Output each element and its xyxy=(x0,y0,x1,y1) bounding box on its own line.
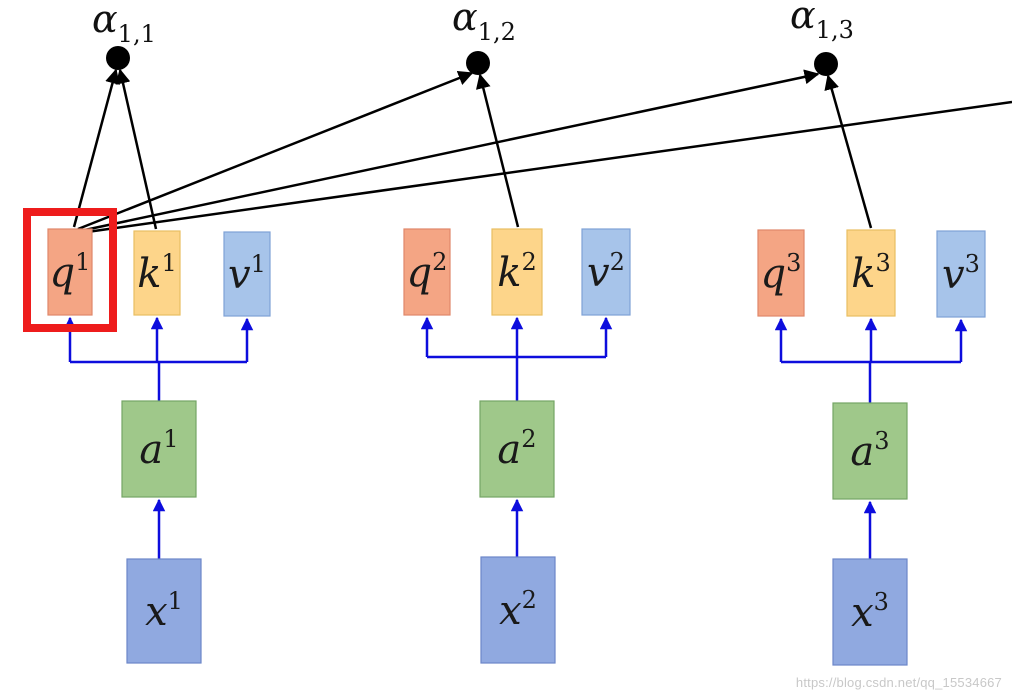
v3-box-rect xyxy=(936,230,986,318)
v1-label: v1 xyxy=(228,250,266,298)
q3-box-rect xyxy=(757,229,805,317)
q1-label: q1 xyxy=(50,248,91,296)
q1-box-rect xyxy=(47,228,93,316)
x2-box: x2 xyxy=(480,556,556,664)
alpha-1-3-dot xyxy=(814,52,838,76)
alpha-1-2-label: α1,2 xyxy=(452,0,516,46)
k2-box-rect xyxy=(491,228,543,316)
k1-label: k1 xyxy=(137,249,177,297)
k2-box: k2 xyxy=(491,228,543,316)
k3-box-rect xyxy=(846,229,896,317)
arrow-q1-to-alpha11 xyxy=(72,68,120,228)
a2-box: a2 xyxy=(479,400,555,498)
arrow-q1-to-alpha12 xyxy=(77,70,474,231)
k2-label: k2 xyxy=(497,248,537,296)
q1-box: q1 xyxy=(47,228,93,316)
v3-label: v3 xyxy=(942,250,980,298)
x1-label: x1 xyxy=(145,587,183,635)
arrow-k1-to-alpha11 xyxy=(115,68,158,230)
v2-box: v2 xyxy=(581,228,631,316)
x2-label: x2 xyxy=(499,586,537,634)
blue-arrows-col-3 xyxy=(774,317,968,559)
q3-box: q3 xyxy=(757,229,805,317)
q3-label: q3 xyxy=(761,249,802,297)
attention-arrows xyxy=(72,68,1012,235)
q1-highlight-frame xyxy=(23,208,117,332)
a1-box: a1 xyxy=(121,400,197,498)
x3-box-rect xyxy=(832,558,908,666)
arrow-q1-to-alpha13 xyxy=(79,69,820,233)
a3-box-rect xyxy=(832,402,908,500)
v3-box: v3 xyxy=(936,230,986,318)
v2-box-rect xyxy=(581,228,631,316)
a1-label: a1 xyxy=(139,425,178,473)
alpha-1-1-label: α1,1 xyxy=(92,0,156,48)
q2-box-rect xyxy=(403,228,451,316)
a1-box-rect xyxy=(121,400,197,498)
a3-label: a3 xyxy=(850,427,889,475)
k3-label: k3 xyxy=(851,249,891,297)
q2-label: q2 xyxy=(407,248,448,296)
a3-box: a3 xyxy=(832,402,908,500)
arrow-k2-to-alpha12 xyxy=(475,73,520,228)
v2-label: v2 xyxy=(587,248,625,296)
vector-boxes: q1 k1 v1 a1 x1 q2 k2 v2 a2 x2 q3 k3 v3 a3 x3 xyxy=(23,208,986,666)
blue-arrows-col-2 xyxy=(420,316,613,557)
q2-box: q2 xyxy=(403,228,451,316)
a2-label: a2 xyxy=(497,425,536,473)
alpha-1-3-label: α1,3 xyxy=(790,0,854,44)
x1-box: x1 xyxy=(126,558,202,664)
connection-lines xyxy=(63,68,1012,559)
x3-label: x3 xyxy=(851,588,889,636)
k1-box: k1 xyxy=(133,230,181,316)
x3-box: x3 xyxy=(832,558,908,666)
alpha-1-1-dot xyxy=(106,46,130,70)
x1-box-rect xyxy=(126,558,202,664)
k3-box: k3 xyxy=(846,229,896,317)
score-labels: α1,1 α1,2 α1,3 xyxy=(92,0,854,76)
arrow-q1-to-offscreen xyxy=(79,100,1012,235)
arrow-k3-to-alpha13 xyxy=(824,74,873,229)
alpha-1-2-dot xyxy=(466,51,490,75)
blue-arrows-col-1 xyxy=(63,316,254,559)
v1-box-rect xyxy=(223,231,271,317)
a2-box-rect xyxy=(479,400,555,498)
v1-box: v1 xyxy=(223,231,271,317)
watermark-text: https://blog.csdn.net/qq_15534667 xyxy=(795,675,1002,690)
x2-box-rect xyxy=(480,556,556,664)
k1-box-rect xyxy=(133,230,181,316)
